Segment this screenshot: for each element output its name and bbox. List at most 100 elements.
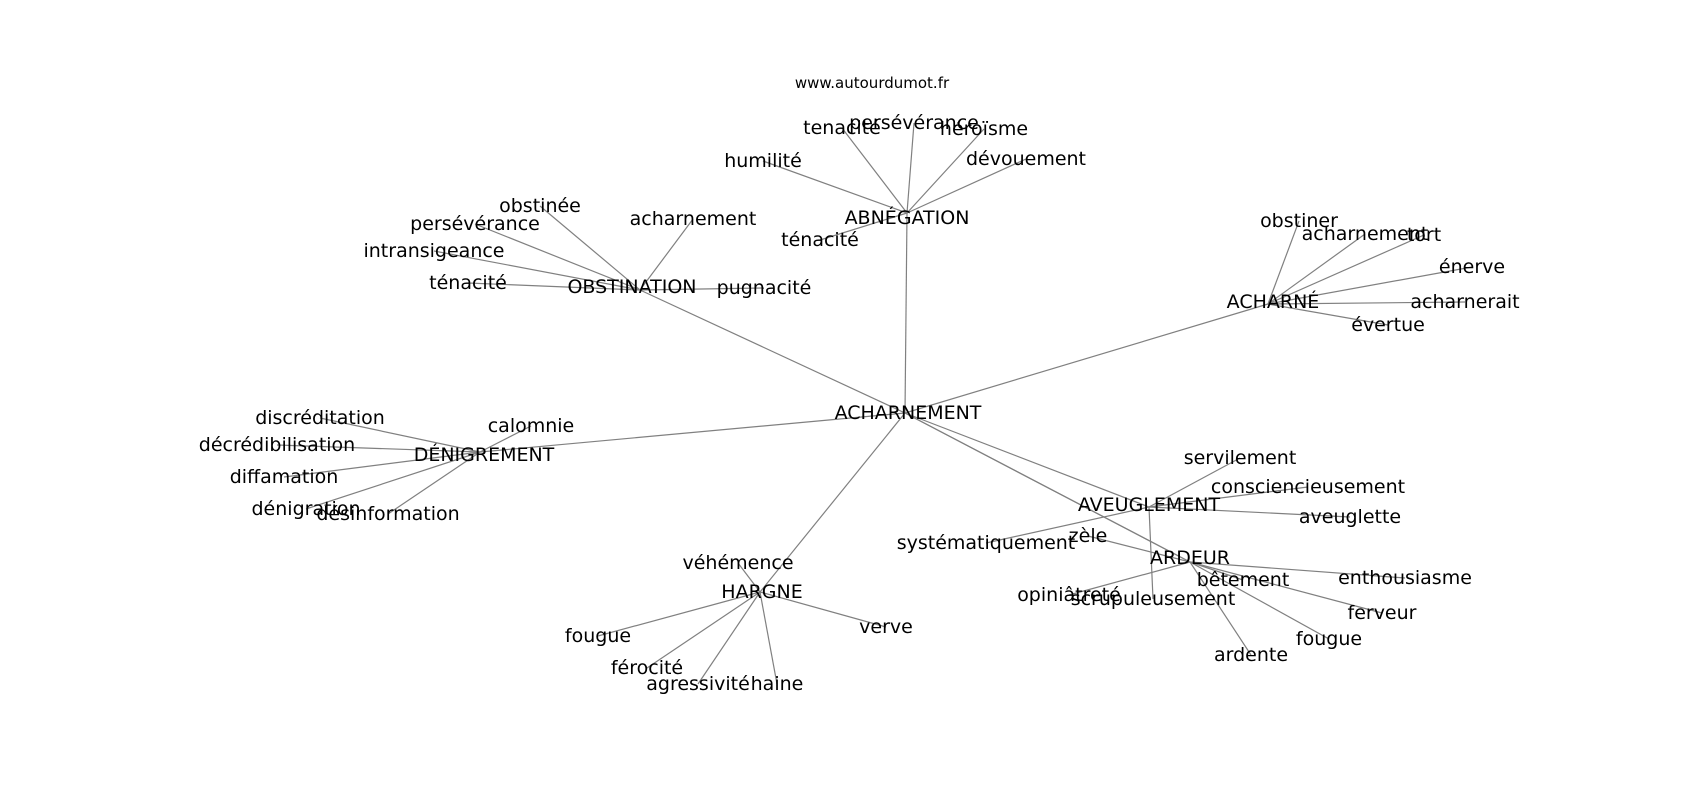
edge-ardeur-leaf-0 <box>1087 535 1191 563</box>
edge-denigrement-leaf-2 <box>479 425 532 453</box>
leaf-node-denigrement-2: calomnie <box>488 415 575 437</box>
leaf-node-denigrement-4: dénigration <box>252 498 361 520</box>
leaf-node-acharne-3: énerve <box>1439 256 1505 278</box>
edge-aveuglement-leaf-4 <box>1148 506 1154 600</box>
leaf-node-obstination-2: intransigeance <box>363 240 504 262</box>
edge-abnegation-leaf-3 <box>762 160 908 214</box>
leaf-node-ardeur-6: ardente <box>1214 644 1288 666</box>
edge-obstination-leaf-3 <box>467 282 641 291</box>
leaf-node-hargne-3: férocité <box>611 657 683 679</box>
edge-hargne-leaf-2 <box>759 591 887 628</box>
leaf-node-ardeur-0: zèle <box>1069 525 1108 547</box>
edge-abnegation-leaf-4 <box>906 158 1027 214</box>
leaf-node-aveuglement-1: consciencieusement <box>1211 476 1405 498</box>
edge-denigrement-leaf-4 <box>305 451 481 510</box>
edge-aveuglement-leaf-2 <box>1148 506 1351 518</box>
leaf-node-acharne-1: acharnement <box>1302 223 1429 245</box>
leaf-node-acharne-5: évertue <box>1351 314 1425 336</box>
leaf-node-obstination-5: pugnacité <box>717 277 812 299</box>
leaf-node-obstination-0: obstinée <box>499 195 581 217</box>
leaf-node-aveuglement-3: systématiquement <box>897 532 1076 554</box>
edge-aveuglement-leaf-1 <box>1148 486 1309 508</box>
edge-cross-0 <box>904 412 1191 563</box>
leaf-node-acharne-2: tort <box>1407 224 1441 246</box>
leaf-node-denigrement-3: diffamation <box>230 466 339 488</box>
leaf-node-hargne-0: véhémence <box>682 552 793 574</box>
hub-node-aveuglement: AVEUGLEMENT <box>1078 494 1221 516</box>
leaf-node-abnegation-4: dévouement <box>966 148 1086 170</box>
edge-hargne-leaf-4 <box>697 591 761 685</box>
hub-node-ardeur: ARDEUR <box>1150 547 1230 569</box>
hub-node-denigrement: DÉNIGREMENT <box>414 443 555 466</box>
edge-acharne-leaf-0 <box>1267 220 1300 305</box>
edge-denigrement-leaf-0 <box>319 417 481 453</box>
edge-acharne-leaf-5 <box>1267 303 1389 326</box>
edge-acharne-leaf-1 <box>1267 233 1366 305</box>
edge-hargne-leaf-5 <box>759 591 778 685</box>
hub-node-hargne: HARGNE <box>721 581 802 603</box>
edge-abnegation-leaf-1 <box>906 122 915 214</box>
leaf-node-acharne-0: obstiner <box>1260 210 1338 232</box>
leaf-node-abnegation-3: humilité <box>724 150 802 172</box>
edge-denigrement-leaf-5 <box>387 451 481 515</box>
edge-center-hargne <box>759 412 906 593</box>
edge-acharne-leaf-2 <box>1267 234 1425 305</box>
leaf-node-hargne-5: haine <box>751 673 804 695</box>
hub-node-abnegation: ABNÉGATION <box>845 206 970 229</box>
leaf-node-abnegation-0: tenacité <box>803 117 881 139</box>
leaf-node-obstination-3: ténacité <box>429 272 507 294</box>
hub-node-acharne: ACHARNÉ <box>1227 290 1320 313</box>
leaf-node-denigrement-5: désinformation <box>316 503 459 525</box>
leaf-node-ardeur-2: bêtement <box>1197 569 1290 591</box>
source-url-label: www.autourdumot.fr <box>795 74 950 92</box>
edge-center-aveuglement <box>904 412 1150 508</box>
edge-hargne-leaf-1 <box>597 591 761 637</box>
edge-ardeur-leaf-5 <box>1189 561 1330 640</box>
hub-node-obstination: OBSTINATION <box>567 276 696 298</box>
edge-aveuglement-leaf-0 <box>1148 457 1241 508</box>
edge-acharne-leaf-4 <box>1267 301 1466 305</box>
edge-center-abnegation <box>904 212 908 414</box>
leaf-node-acharne-4: acharnerait <box>1410 291 1519 313</box>
edge-obstination-leaf-4 <box>639 218 694 291</box>
leaf-node-ardeur-5: fougue <box>1296 628 1362 650</box>
edge-abnegation-leaf-5 <box>819 212 908 241</box>
edge-ardeur-leaf-3 <box>1189 561 1406 579</box>
edge-ardeur-leaf-6 <box>1189 561 1252 656</box>
graph-edges <box>276 122 1473 685</box>
edge-obstination-leaf-2 <box>433 250 641 291</box>
graph-labels: www.autourdumot.fr ACHARNEMENT OBSTINATIO… <box>199 74 1520 695</box>
edge-ardeur-leaf-2 <box>1189 561 1244 581</box>
leaf-node-obstination-1: persévérance <box>410 213 540 235</box>
leaf-node-hargne-4: agressivité <box>646 673 750 695</box>
leaf-node-abnegation-1: persévérance <box>849 112 979 134</box>
edge-center-denigrement <box>479 412 906 453</box>
edge-ardeur-leaf-4 <box>1189 561 1383 614</box>
leaf-node-aveuglement-4: scrupuleusement <box>1071 588 1236 610</box>
edge-hargne-leaf-3 <box>646 591 761 669</box>
edge-denigrement-leaf-3 <box>283 451 481 478</box>
leaf-node-hargne-1: fougue <box>565 625 631 647</box>
edge-obstination-leaf-0 <box>539 205 641 291</box>
leaf-node-denigrement-0: discréditation <box>255 407 385 429</box>
edge-denigrement-leaf-1 <box>276 444 481 453</box>
edge-hargne-leaf-0 <box>737 562 761 593</box>
edge-obstination-leaf-1 <box>474 223 641 291</box>
leaf-node-ardeur-1: opiniâtreté <box>1017 584 1121 606</box>
edge-center-acharne <box>904 303 1269 414</box>
edge-aveuglement-leaf-3 <box>985 506 1150 544</box>
edge-center-obstination <box>639 289 906 414</box>
leaf-node-obstination-4: acharnement <box>630 208 757 230</box>
edge-abnegation-leaf-2 <box>906 128 985 214</box>
leaf-node-abnegation-2: héroïsme <box>940 118 1028 140</box>
edge-acharne-leaf-3 <box>1267 266 1473 305</box>
center-node-label: ACHARNEMENT <box>835 402 982 424</box>
leaf-node-ardeur-4: ferveur <box>1348 602 1417 624</box>
leaf-node-aveuglement-2: aveuglette <box>1299 506 1401 528</box>
leaf-node-aveuglement-0: servilement <box>1184 447 1297 469</box>
leaf-node-ardeur-3: enthousiasme <box>1338 567 1472 589</box>
leaf-node-hargne-2: verve <box>859 616 913 638</box>
edge-abnegation-leaf-0 <box>841 127 908 214</box>
edge-ardeur-leaf-1 <box>1068 561 1191 596</box>
